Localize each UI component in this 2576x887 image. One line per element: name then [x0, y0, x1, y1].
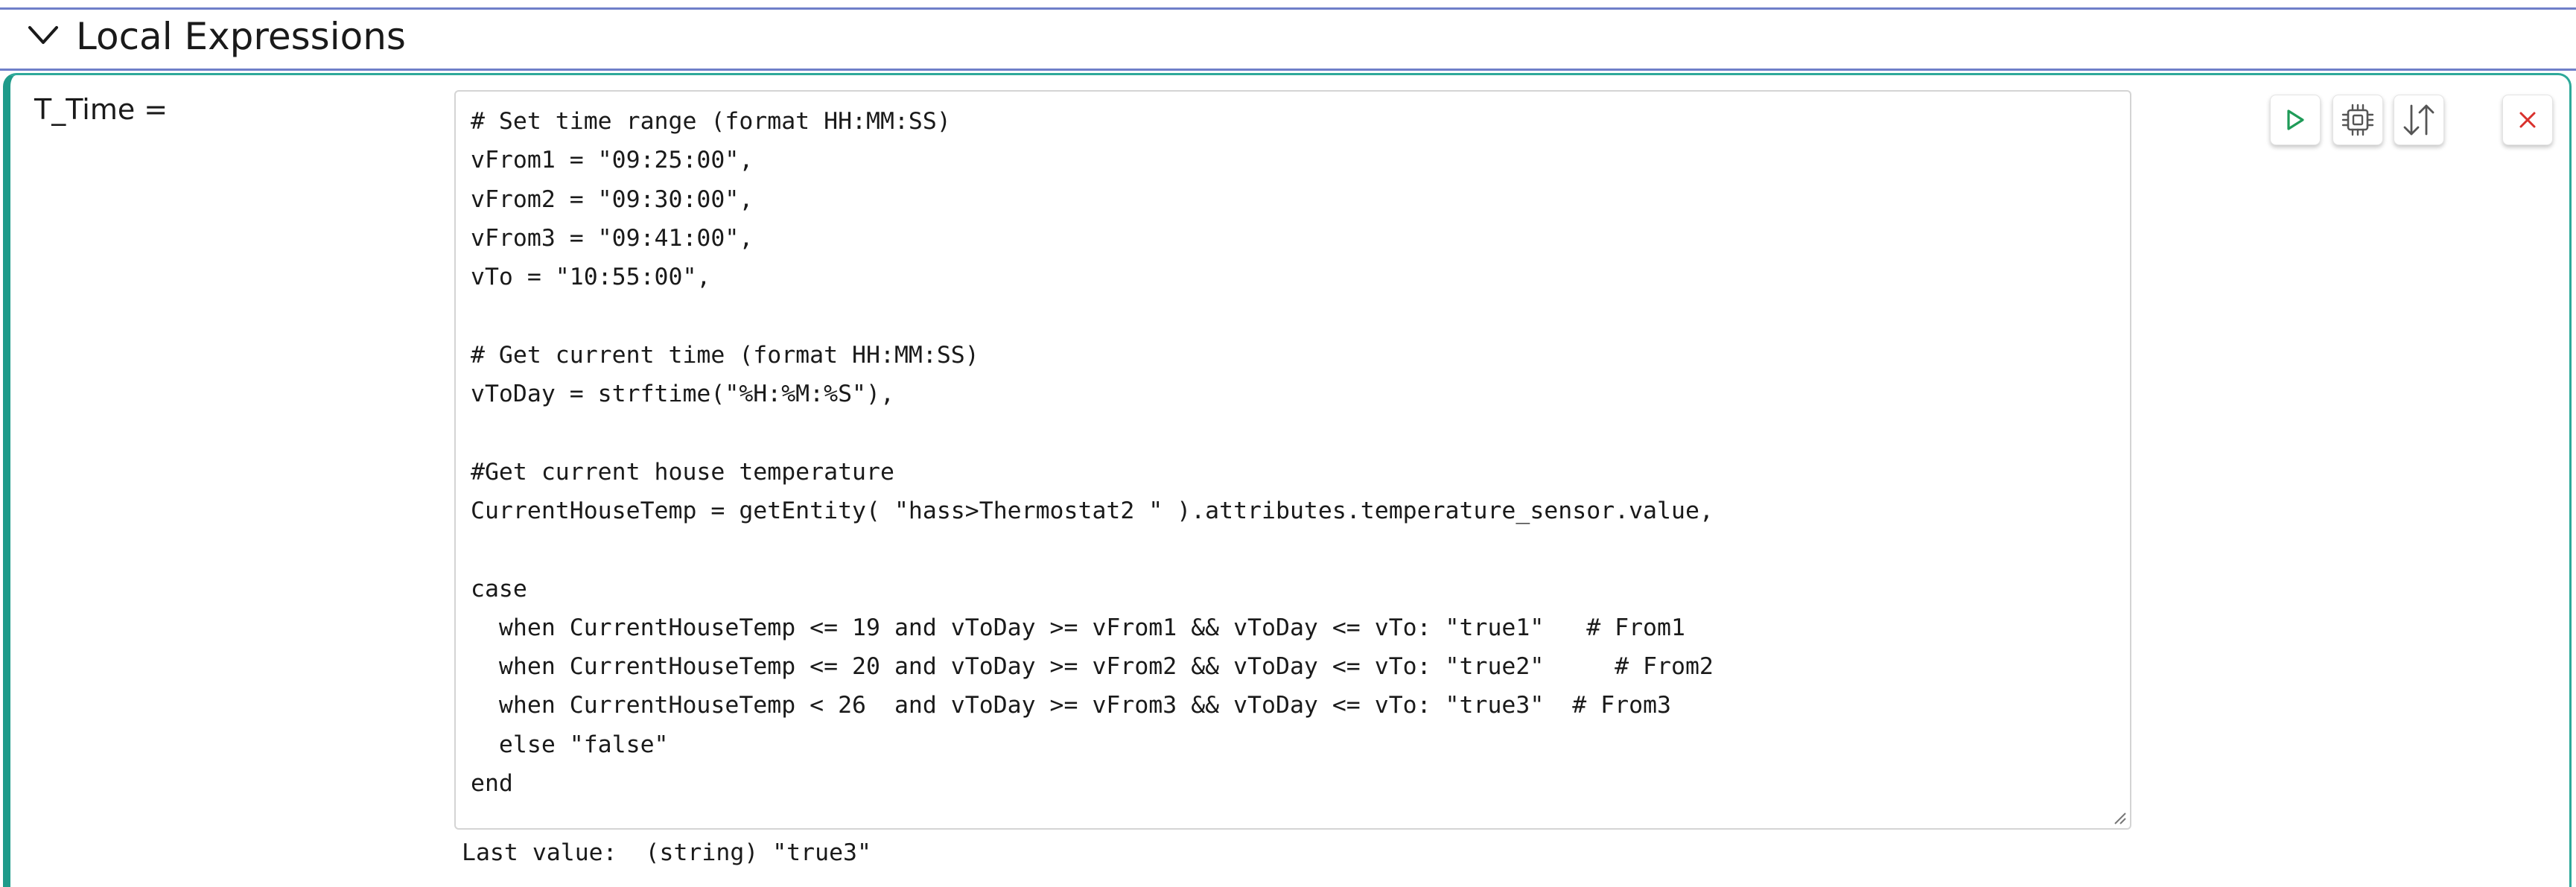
evaluate-button[interactable]	[2332, 95, 2383, 145]
chip-icon	[2341, 104, 2374, 136]
expression-variable-name: T_Time =	[34, 93, 168, 126]
last-value-text: Last value: (string) "true3"	[462, 839, 871, 866]
sort-arrows-icon	[2403, 104, 2435, 136]
top-divider	[0, 7, 2576, 10]
resize-grip-icon[interactable]	[2112, 810, 2127, 825]
expression-code-editor[interactable]: # Set time range (format HH:MM:SS) vFrom…	[454, 90, 2131, 830]
local-expression-card: T_Time = # Set time range (format HH:MM:…	[3, 73, 2572, 887]
section-header-local-expressions[interactable]: Local Expressions	[0, 10, 2576, 71]
section-title: Local Expressions	[76, 15, 406, 58]
reorder-button[interactable]	[2394, 95, 2444, 145]
play-icon	[2287, 109, 2304, 130]
close-icon	[2519, 112, 2536, 128]
run-button[interactable]	[2270, 95, 2321, 145]
expression-code-text[interactable]: # Set time range (format HH:MM:SS) vFrom…	[471, 108, 1714, 798]
delete-button[interactable]	[2502, 95, 2553, 145]
chevron-down-icon[interactable]	[27, 22, 60, 48]
